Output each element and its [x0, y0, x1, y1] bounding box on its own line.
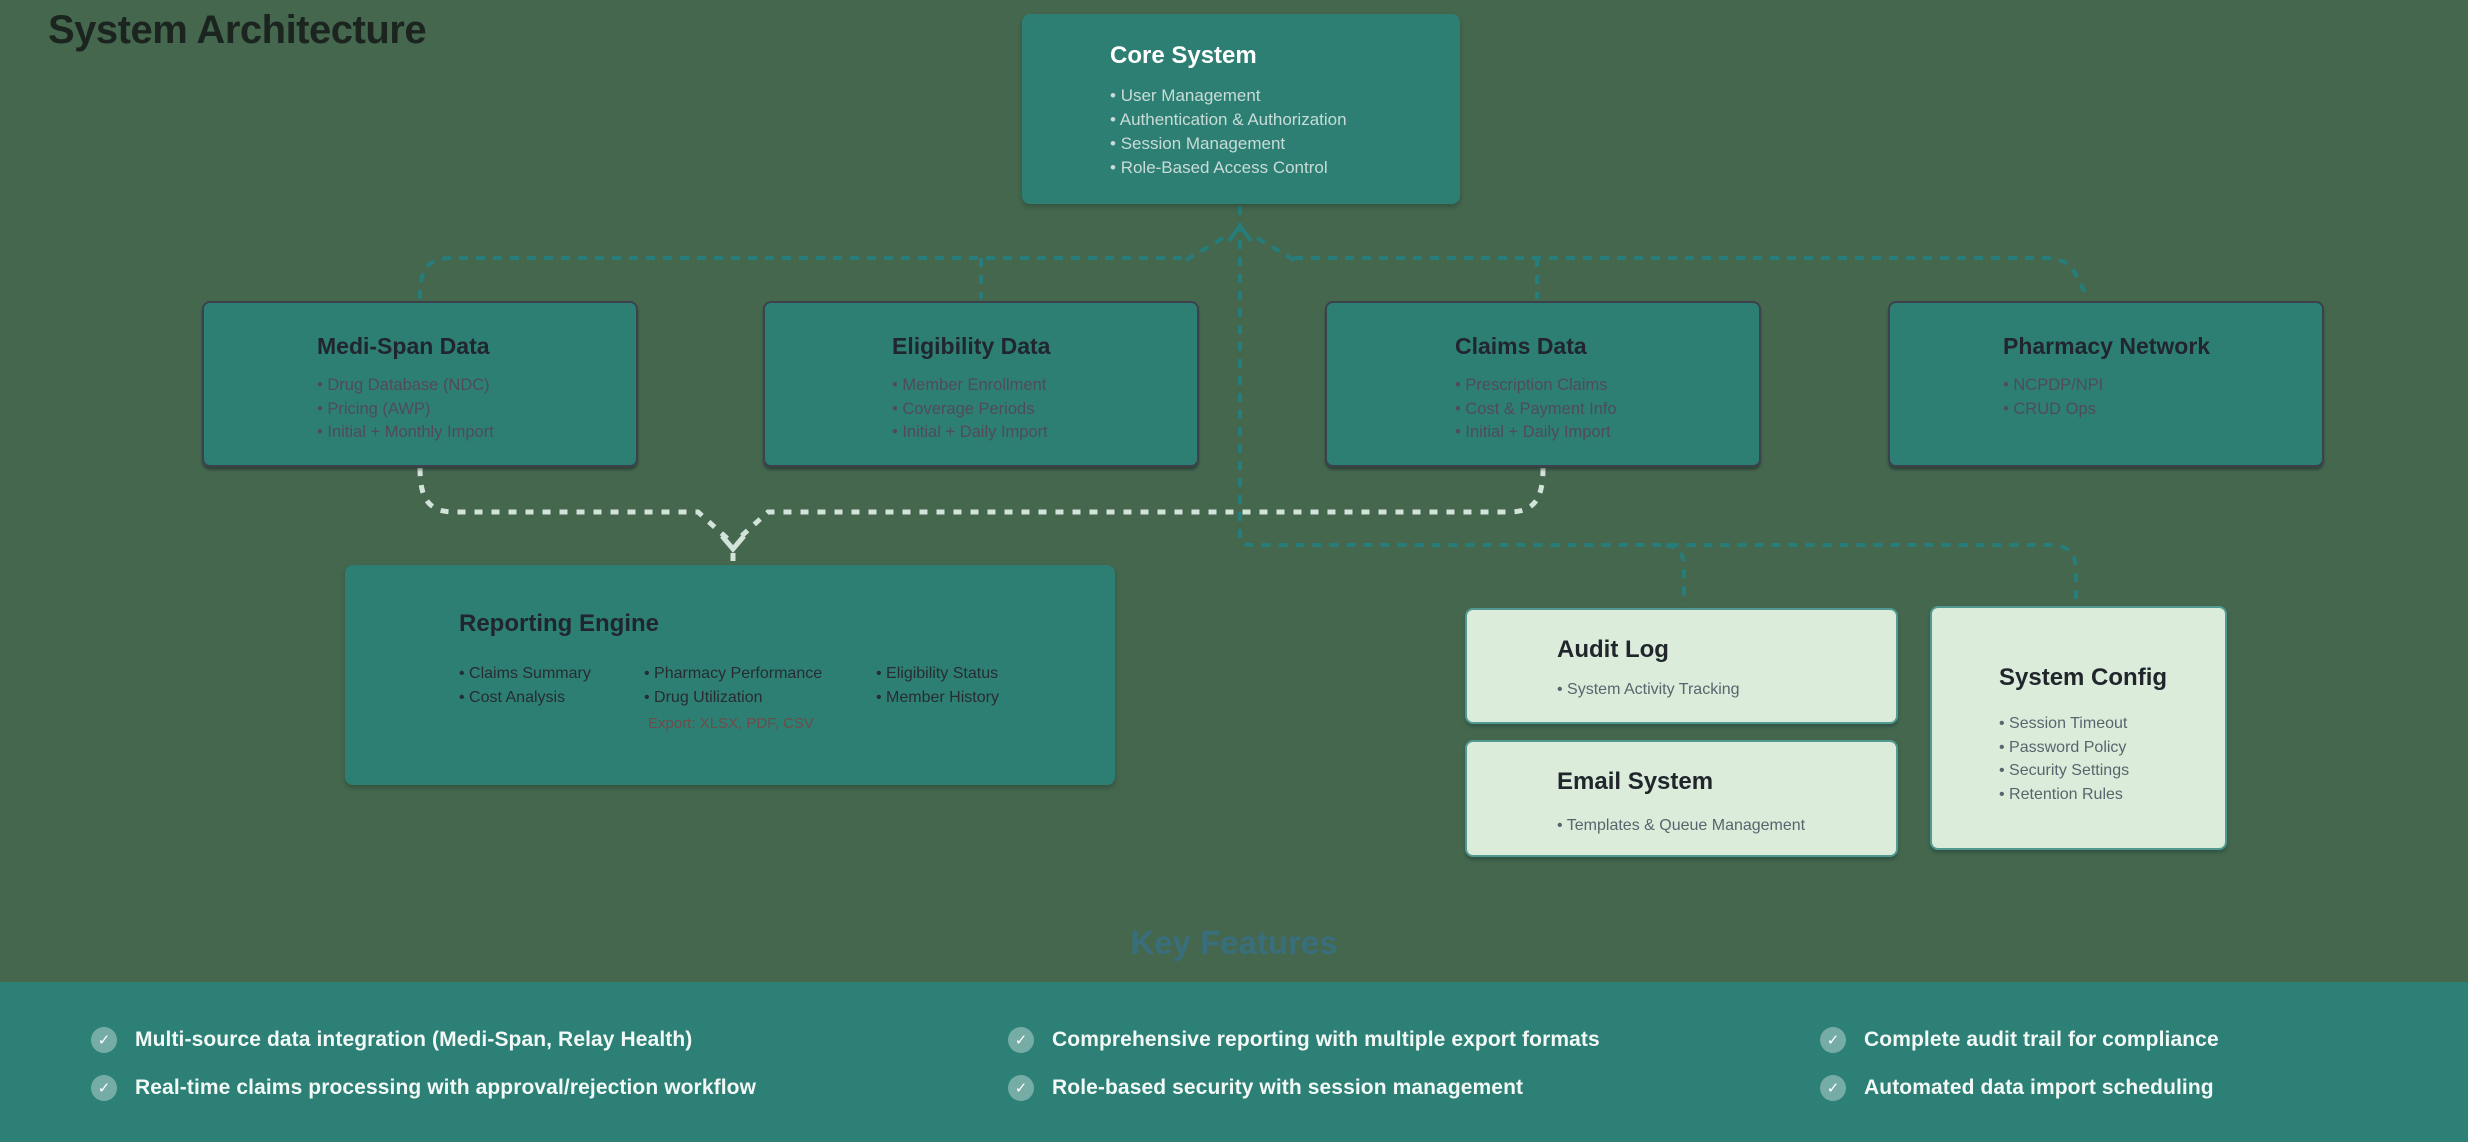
node-medispan-data: Medi-Span Data Drug Database (NDC) Prici…: [202, 301, 638, 467]
check-glyph: ✓: [1014, 1031, 1028, 1049]
node-title: Audit Log: [1557, 636, 1669, 663]
feature-label: Automated data import scheduling: [1864, 1076, 2214, 1099]
connector-claims-to-reporting: [734, 467, 1546, 543]
node-title: Core System: [1110, 42, 1257, 69]
bullet-item: Pricing (AWP): [317, 398, 636, 422]
arrow-down-reporting-icon: [720, 534, 746, 553]
bullet-item: Drug Utilization: [644, 686, 876, 710]
node-core-system: Core System User Management Authenticati…: [1022, 14, 1460, 204]
checkmark-icon: ✓: [91, 1027, 117, 1053]
node-title: Eligibility Data: [892, 333, 1051, 359]
bullet-item: Drug Database (NDC): [317, 374, 636, 398]
check-glyph: ✓: [97, 1079, 111, 1097]
checkmark-icon: ✓: [91, 1075, 117, 1101]
bullet-item: Coverage Periods: [892, 398, 1197, 422]
node-audit-log: Audit Log System Activity Tracking: [1465, 608, 1898, 724]
key-features-bar: ✓ Multi-source data integration (Medi-Sp…: [0, 982, 2468, 1142]
feature-column-2: ✓ Comprehensive reporting with multiple …: [1008, 982, 1600, 1102]
feature-label: Comprehensive reporting with multiple ex…: [1052, 1028, 1600, 1051]
bullet-item: System Activity Tracking: [1557, 678, 1896, 702]
page-title: System Architecture: [48, 8, 427, 52]
node-system-config: System Config Session Timeout Password P…: [1930, 606, 2227, 850]
bullet-item: Initial + Daily Import: [892, 421, 1197, 445]
bullet-item: Authentication & Authorization: [1110, 108, 1460, 132]
feature-item: ✓ Automated data import scheduling: [1820, 1074, 2219, 1102]
node-bullet-list: Drug Database (NDC) Pricing (AWP) Initia…: [317, 374, 636, 445]
connector-core-vertical: [1238, 206, 2078, 604]
bullet-item: Retention Rules: [1999, 783, 2225, 807]
bullet-item: Initial + Daily Import: [1455, 421, 1759, 445]
reporting-column-1: Claims Summary Cost Analysis: [459, 662, 644, 710]
reporting-columns: Claims Summary Cost Analysis Pharmacy Pe…: [459, 662, 1115, 710]
bullet-item: Security Settings: [1999, 759, 2225, 783]
node-email-system: Email System Templates & Queue Managemen…: [1465, 740, 1898, 857]
node-title: Reporting Engine: [459, 610, 659, 637]
bullet-item: Initial + Monthly Import: [317, 421, 636, 445]
checkmark-icon: ✓: [1820, 1027, 1846, 1053]
feature-column-3: ✓ Complete audit trail for compliance ✓ …: [1820, 982, 2219, 1102]
bullet-item: Cost & Payment Info: [1455, 398, 1759, 422]
reporting-column-3: Eligibility Status Member History: [876, 662, 1115, 710]
node-reporting-engine: Reporting Engine Claims Summary Cost Ana…: [345, 565, 1115, 785]
connector-top-bus-right: [1294, 256, 2091, 301]
connector-medispan-to-reporting: [417, 467, 732, 543]
bullet-item: Pharmacy Performance: [644, 662, 876, 686]
key-features-heading: Key Features: [1130, 924, 1338, 961]
feature-item: ✓ Role-based security with session manag…: [1008, 1074, 1600, 1102]
feature-item: ✓ Multi-source data integration (Medi-Sp…: [91, 1026, 756, 1054]
bullet-item: Claims Summary: [459, 662, 644, 686]
reporting-column-2: Pharmacy Performance Drug Utilization: [644, 662, 876, 710]
feature-item: ✓ Comprehensive reporting with multiple …: [1008, 1026, 1600, 1054]
node-title: Pharmacy Network: [2003, 333, 2211, 359]
node-claims-data: Claims Data Prescription Claims Cost & P…: [1325, 301, 1761, 467]
check-glyph: ✓: [97, 1031, 111, 1049]
connector-top-bus-left: [418, 256, 1186, 300]
node-eligibility-data: Eligibility Data Member Enrollment Cover…: [763, 301, 1199, 467]
feature-item: ✓ Complete audit trail for compliance: [1820, 1026, 2219, 1054]
node-bullet-list: Prescription Claims Cost & Payment Info …: [1455, 374, 1759, 445]
connector-audit-drop: [1665, 543, 1686, 604]
feature-label: Real-time claims processing with approva…: [135, 1076, 756, 1099]
connector-diagonal-left: [1184, 232, 1232, 262]
checkmark-icon: ✓: [1008, 1027, 1034, 1053]
check-glyph: ✓: [1014, 1079, 1028, 1097]
feature-label: Complete audit trail for compliance: [1864, 1028, 2219, 1051]
node-bullet-list: Templates & Queue Management: [1557, 814, 1896, 838]
bullet-item: Role-Based Access Control: [1110, 156, 1460, 180]
feature-label: Role-based security with session managem…: [1052, 1076, 1524, 1099]
connector-diagonal-right: [1248, 232, 1296, 262]
node-bullet-list: User Management Authentication & Authori…: [1110, 84, 1460, 180]
checkmark-icon: ✓: [1820, 1075, 1846, 1101]
bullet-item: Session Timeout: [1999, 712, 2225, 736]
bullet-item: NCPDP/NPI: [2003, 374, 2322, 398]
bullet-item: Member Enrollment: [892, 374, 1197, 398]
bullet-item: CRUD Ops: [2003, 398, 2322, 422]
node-bullet-list: Member Enrollment Coverage Periods Initi…: [892, 374, 1197, 445]
bullet-item: Password Policy: [1999, 736, 2225, 760]
feature-column-1: ✓ Multi-source data integration (Medi-Sp…: [91, 982, 756, 1102]
node-bullet-list: NCPDP/NPI CRUD Ops: [2003, 374, 2322, 421]
bullet-item: User Management: [1110, 84, 1460, 108]
check-glyph: ✓: [1826, 1031, 1840, 1049]
arrow-up-core-icon: [1227, 222, 1253, 243]
feature-label: Multi-source data integration (Medi-Span…: [135, 1028, 693, 1051]
node-title: Email System: [1557, 768, 1714, 795]
node-pharmacy-network: Pharmacy Network NCPDP/NPI CRUD Ops: [1888, 301, 2324, 467]
feature-item: ✓ Real-time claims processing with appro…: [91, 1074, 756, 1102]
bullet-item: Eligibility Status: [876, 662, 1115, 686]
check-glyph: ✓: [1826, 1079, 1840, 1097]
node-bullet-list: Session Timeout Password Policy Security…: [1999, 712, 2225, 806]
node-title: System Config: [1999, 664, 2168, 691]
node-title: Claims Data: [1455, 333, 1587, 359]
bullet-item: Session Management: [1110, 132, 1460, 156]
bullet-item: Cost Analysis: [459, 686, 644, 710]
node-bullet-list: System Activity Tracking: [1557, 678, 1896, 702]
checkmark-icon: ✓: [1008, 1075, 1034, 1101]
node-title: Medi-Span Data: [317, 333, 490, 359]
export-formats-note: Export: XLSX, PDF, CSV: [648, 715, 814, 732]
bullet-item: Member History: [876, 686, 1115, 710]
bullet-item: Prescription Claims: [1455, 374, 1759, 398]
bullet-item: Templates & Queue Management: [1557, 814, 1896, 838]
